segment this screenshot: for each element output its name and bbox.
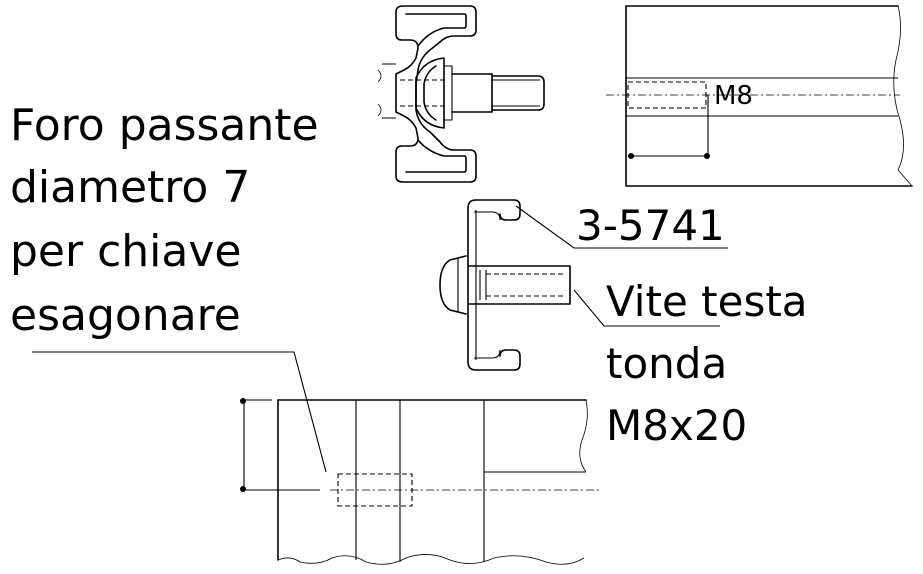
hole-desc-line-4: esagonare	[10, 290, 241, 341]
side-view-top	[606, 5, 913, 187]
hole-desc-line-3: per chiave	[10, 226, 241, 277]
screw-desc-line-1: Vite testa	[606, 277, 808, 326]
hole-desc-line-1: Foro passante	[10, 100, 319, 151]
screw-desc-line-2: tonda	[606, 339, 727, 388]
leader-lines	[32, 205, 728, 473]
thread-size-label: M8	[714, 81, 753, 111]
t-nut-screw-view	[439, 199, 571, 371]
bottom-view	[240, 398, 600, 565]
profile-section-view	[377, 5, 545, 183]
hole-desc-line-2: diametro 7	[10, 162, 250, 213]
screw-desc-line-3: M8x20	[606, 401, 747, 450]
part-code-label: 3-5741	[576, 201, 725, 250]
